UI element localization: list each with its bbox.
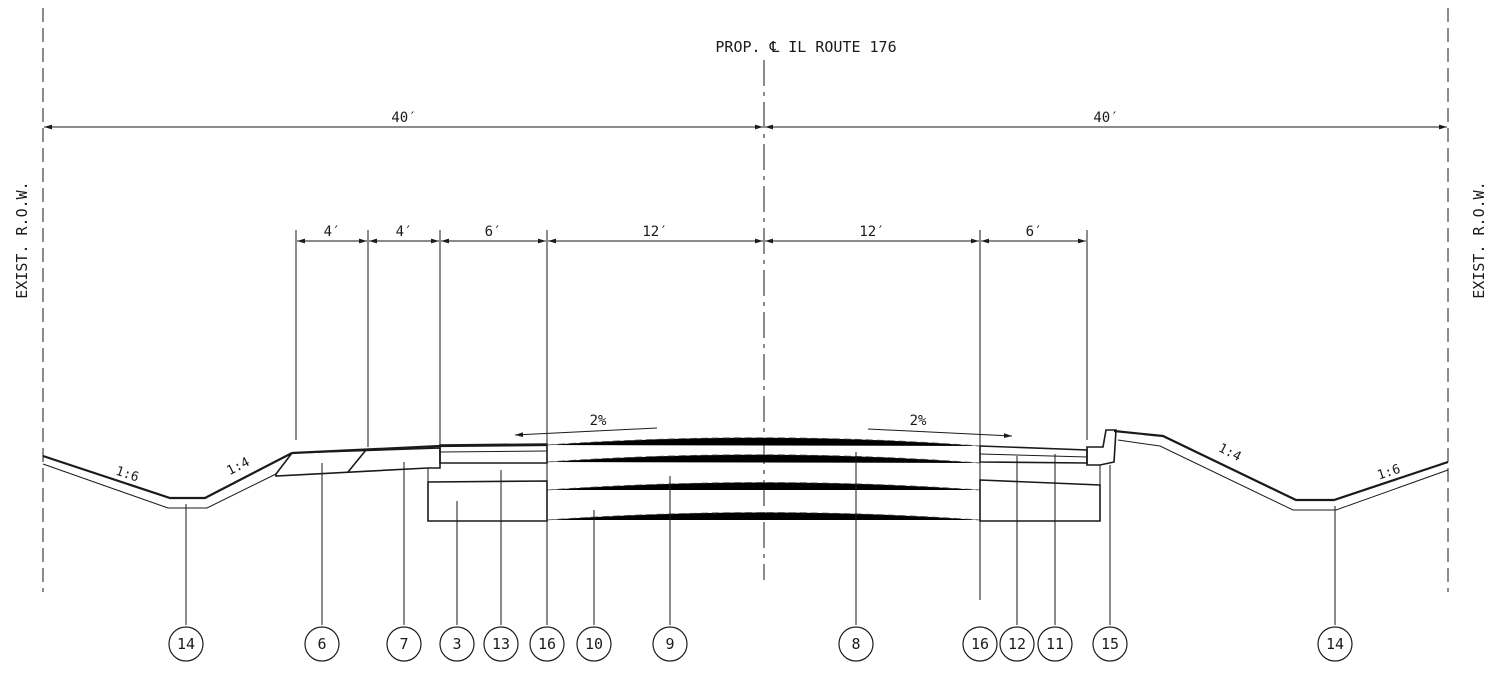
slope-label-left-outer: 1:6 [114,464,141,486]
callout-16-left: 16 [529,626,565,662]
curb [1086,429,1117,466]
callout-8: 8 [838,626,874,662]
dim-label-right-12: 12′ [859,224,884,240]
callout-balloons: 14 6 7 3 13 16 10 9 8 16 12 11 15 14 [168,626,1353,662]
overall-dim-right-label: 40′ [1093,110,1118,126]
extension-lines [295,230,1088,600]
left-shoulder [275,443,548,522]
svg-text:7: 7 [399,635,408,653]
svg-text:10: 10 [585,635,603,653]
dim-label-left-4b: 4′ [396,224,413,240]
cross-slope-arrow-right [867,428,1013,439]
slope-label-right-outer: 1:6 [1375,462,1402,484]
cross-slope-arrow-left [514,427,658,438]
centerline-label: PROP. ℄ IL ROUTE 176 [715,38,896,56]
callout-16-right: 16 [962,626,998,662]
overall-dim-left-label: 40′ [391,110,416,126]
cross-slope-label-left: 2% [590,413,607,429]
callout-13: 13 [483,626,519,662]
dim-label-left-12: 12′ [642,224,667,240]
row-label-left: EXIST. R.O.W. [13,181,31,298]
leader-lines [185,445,1336,625]
callout-7: 7 [386,626,422,662]
pavement-layer-lines [546,437,981,521]
callout-12: 12 [999,626,1035,662]
dim-label-left-6: 6′ [485,224,502,240]
svg-text:16: 16 [538,635,556,653]
row-label-right: EXIST. R.O.W. [1470,181,1488,298]
svg-text:9: 9 [665,635,674,653]
svg-text:14: 14 [177,635,195,653]
svg-text:11: 11 [1046,635,1064,653]
callout-10: 10 [576,626,612,662]
callout-15: 15 [1092,626,1128,662]
svg-text:3: 3 [452,635,461,653]
cross-slope-label-right: 2% [910,413,927,429]
svg-text:15: 15 [1101,635,1119,653]
dim-label-right-6: 6′ [1026,224,1043,240]
callout-3: 3 [439,626,475,662]
callout-14-left: 14 [168,626,204,662]
callout-6: 6 [304,626,340,662]
ground-profile-right [1113,429,1449,502]
svg-text:6: 6 [317,635,326,653]
svg-text:13: 13 [492,635,510,653]
callout-14-right: 14 [1317,626,1353,662]
svg-text:16: 16 [971,635,989,653]
svg-text:14: 14 [1326,635,1344,653]
ground-profile-left [42,452,293,500]
svg-text:8: 8 [851,635,860,653]
callout-11: 11 [1037,626,1073,662]
dim-label-left-4a: 4′ [324,224,341,240]
svg-text:12: 12 [1008,635,1026,653]
ground-profile-right-lower [1117,439,1449,511]
callout-9: 9 [652,626,688,662]
right-shoulder [979,429,1117,522]
slope-label-right-inner: 1:4 [1216,441,1244,465]
ground-profile-left-lower [42,463,277,509]
